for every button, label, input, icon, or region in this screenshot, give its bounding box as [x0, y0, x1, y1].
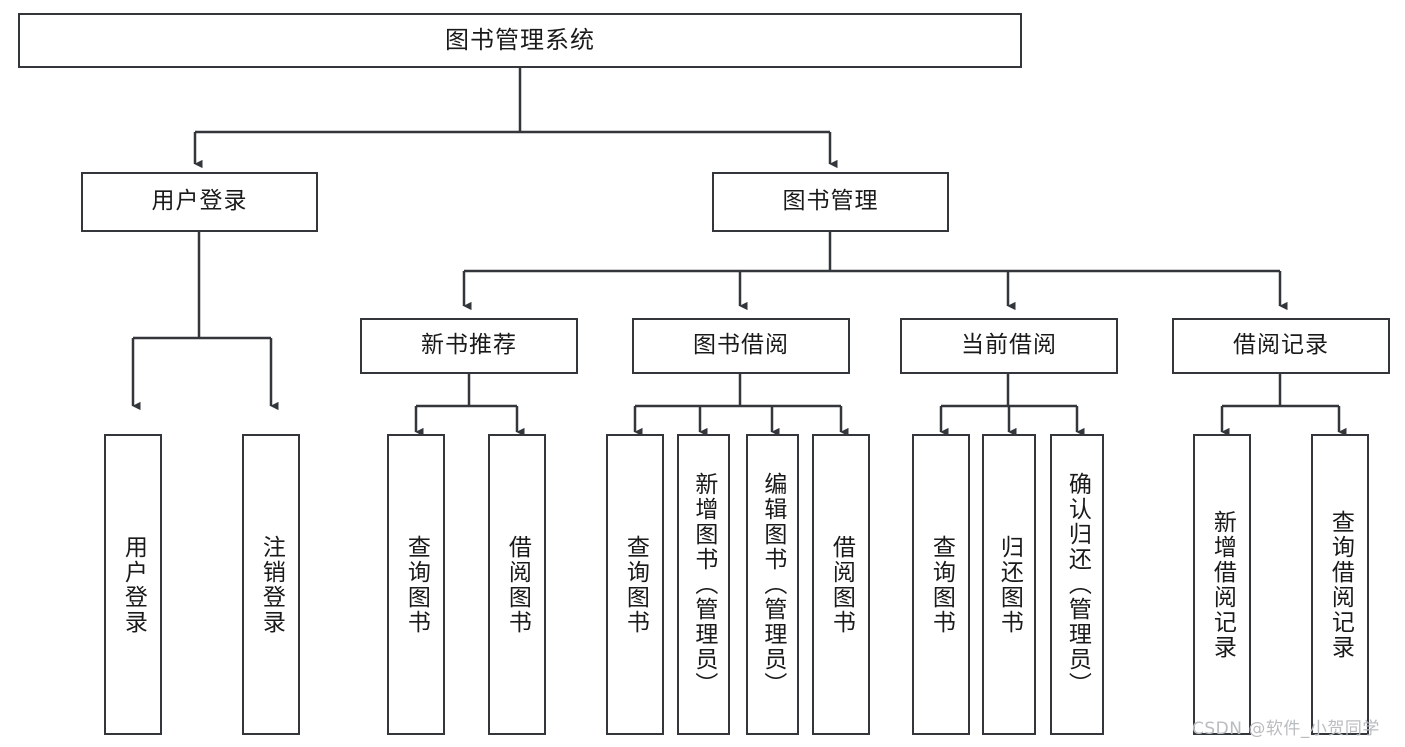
node-current-borrow[interactable]: 当前借阅	[900, 318, 1118, 374]
node-label: 借阅记录	[1233, 332, 1329, 359]
node-label: 图书管理系统	[445, 26, 595, 55]
node-label: 图书借阅	[693, 332, 789, 359]
node-label: 查询图书	[403, 534, 430, 635]
node-label: 用户登录	[120, 534, 147, 635]
node-label: 新增图书（管理员）	[690, 472, 717, 697]
leaf-query-borrow-record[interactable]: 查询借阅记录	[1311, 434, 1369, 735]
leaf-user-login[interactable]: 用户登录	[104, 434, 162, 735]
node-label: 归还图书	[996, 534, 1023, 635]
node-borrow-record[interactable]: 借阅记录	[1172, 318, 1390, 374]
node-label: 查询图书	[928, 534, 955, 635]
node-label: 借阅图书	[504, 534, 531, 635]
node-label: 用户登录	[151, 188, 248, 215]
leaf-query-book-recommend[interactable]: 查询图书	[387, 434, 445, 735]
leaf-confirm-return-admin[interactable]: 确认归还（管理员）	[1050, 434, 1104, 735]
node-label: 确认归还（管理员）	[1064, 472, 1091, 697]
node-label: 借阅图书	[828, 534, 855, 635]
leaf-borrow-book[interactable]: 借阅图书	[812, 434, 870, 735]
node-label: 图书管理	[782, 188, 879, 215]
node-root-system[interactable]: 图书管理系统	[18, 13, 1022, 68]
node-label: 新增借阅记录	[1209, 509, 1236, 660]
node-book-management[interactable]: 图书管理	[712, 172, 949, 232]
leaf-query-book-borrow[interactable]: 查询图书	[606, 434, 664, 735]
leaf-edit-book-admin[interactable]: 编辑图书（管理员）	[746, 434, 799, 735]
node-label: 查询借阅记录	[1327, 509, 1354, 660]
leaf-return-book[interactable]: 归还图书	[982, 434, 1036, 735]
csdn-watermark: CSDN @软件_小贺同学	[1192, 719, 1380, 739]
node-label: 新书推荐	[421, 332, 517, 359]
leaf-add-book-admin[interactable]: 新增图书（管理员）	[677, 434, 730, 735]
node-label: 注销登录	[258, 534, 285, 635]
leaf-query-book-current[interactable]: 查询图书	[912, 434, 970, 735]
node-label: 编辑图书（管理员）	[759, 472, 786, 697]
leaf-add-borrow-record[interactable]: 新增借阅记录	[1193, 434, 1251, 735]
leaf-borrow-book-recommend[interactable]: 借阅图书	[488, 434, 546, 735]
node-label: 查询图书	[622, 534, 649, 635]
leaf-logout-login[interactable]: 注销登录	[242, 434, 300, 735]
node-book-borrow[interactable]: 图书借阅	[632, 318, 850, 374]
node-new-book-recommend[interactable]: 新书推荐	[360, 318, 578, 374]
node-label: 当前借阅	[961, 332, 1057, 359]
node-user-login[interactable]: 用户登录	[81, 172, 318, 232]
